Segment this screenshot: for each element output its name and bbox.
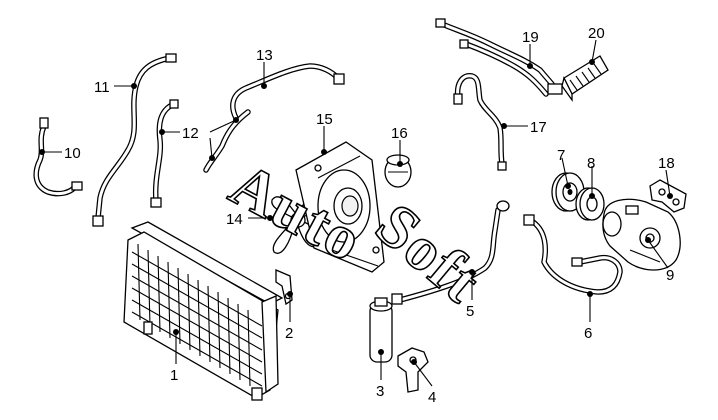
callout-7: 7 — [557, 147, 565, 164]
hose-11-part — [92, 53, 177, 227]
receiver-drier-part — [369, 297, 393, 363]
hose-10-part — [33, 117, 83, 197]
callout-11: 11 — [94, 79, 110, 96]
callout-9: 9 — [666, 267, 674, 284]
callout-12: 12 — [182, 125, 199, 142]
callout-14: 14 — [226, 211, 243, 228]
callout-16: 16 — [391, 125, 408, 142]
callout-10: 10 — [64, 145, 81, 162]
pipe-12-part — [150, 99, 251, 208]
callout-19: 19 — [522, 29, 539, 46]
callout-18: 18 — [658, 155, 675, 172]
callout-4: 4 — [428, 389, 436, 406]
callout-20: 20 — [588, 25, 605, 42]
callout-8: 8 — [587, 155, 595, 172]
clutch-plate-part — [575, 187, 605, 221]
evaporator-core-part — [547, 55, 609, 103]
leader-lines — [39, 39, 673, 387]
callout-17: 17 — [530, 119, 547, 136]
compressor-part — [602, 198, 681, 271]
hose-17-part — [453, 73, 507, 171]
callout-5: 5 — [466, 303, 474, 320]
callout-2: 2 — [285, 325, 293, 342]
callout-6: 6 — [584, 325, 592, 342]
condenser-part — [123, 221, 284, 401]
suction-hose-part — [523, 214, 623, 295]
drier-bracket-part — [397, 347, 429, 393]
callout-labels: 1 2 3 4 5 6 7 8 9 10 11 12 13 14 15 16 1… — [64, 25, 675, 406]
grommet-part — [384, 154, 412, 188]
hose-13-part — [230, 63, 345, 121]
discharge-hose-part — [391, 200, 510, 305]
callout-1: 1 — [170, 367, 178, 384]
callout-15: 15 — [316, 111, 333, 128]
callout-3: 3 — [376, 383, 384, 400]
fan-shroud-part — [295, 141, 385, 273]
callout-13: 13 — [256, 47, 273, 64]
